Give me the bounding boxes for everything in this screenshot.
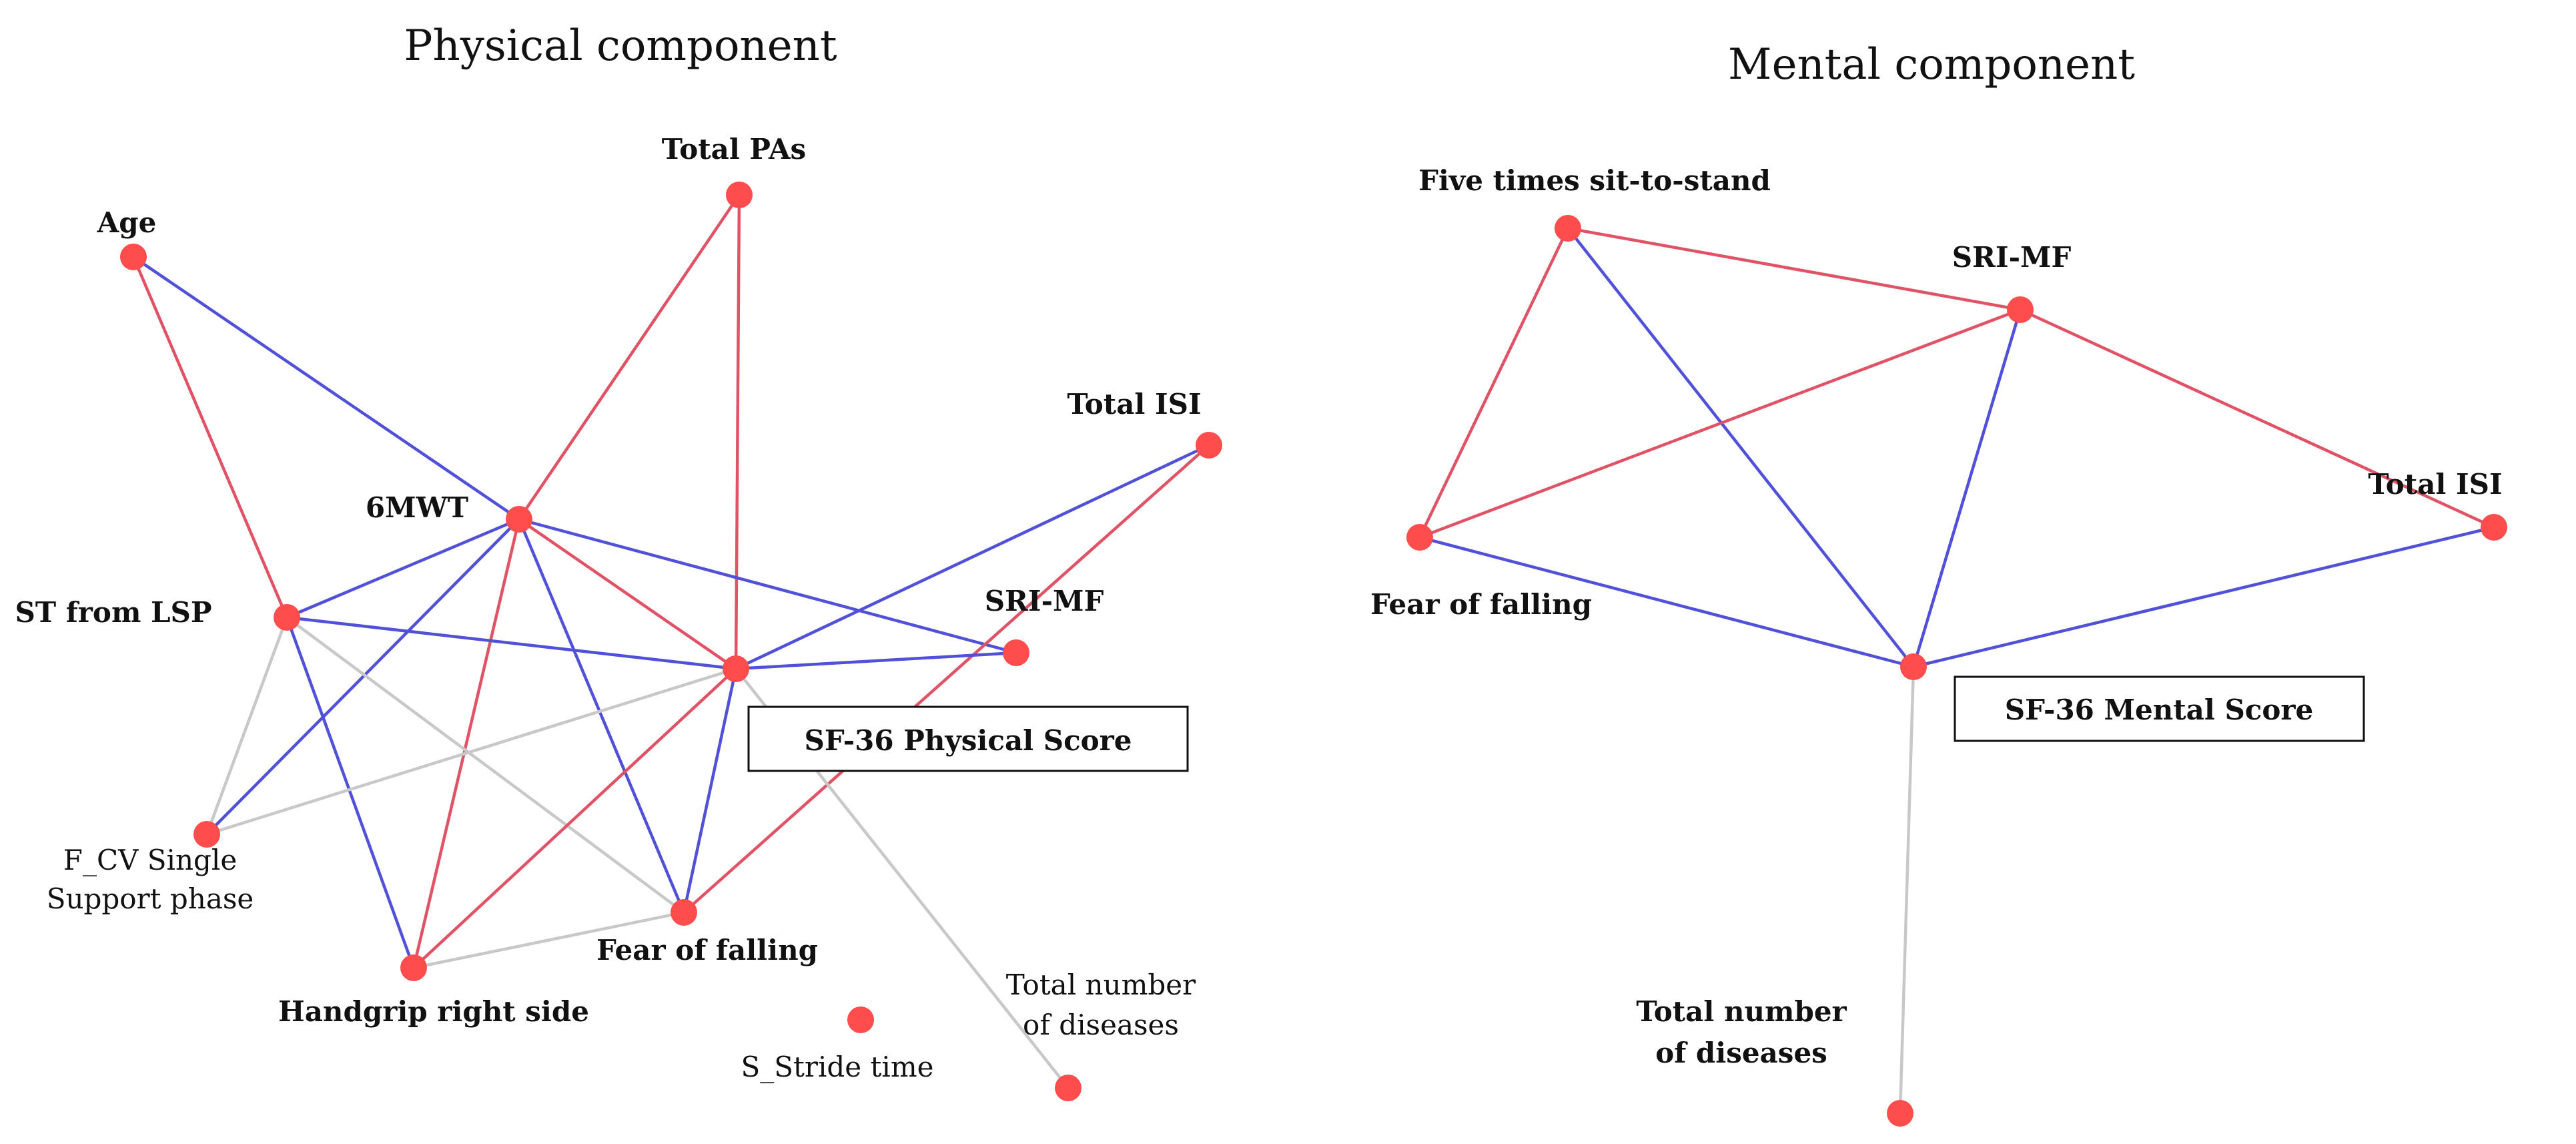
physical-edge-6mwt-fcv bbox=[205, 518, 520, 836]
mental-score-label: SF-36 Mental Score bbox=[2005, 693, 2313, 726]
physical-edge-st_from_lsp-handgrip_right bbox=[285, 617, 416, 968]
mental-edge-fear_of_falling-sf36_mental bbox=[1419, 535, 1914, 669]
labels-layer: Age Total PAs 6MWT Total ISI ST from LSP SRI-… bbox=[15, 133, 2503, 1083]
mental-score-box: SF-36 Mental Score bbox=[1954, 675, 2365, 742]
physical-edge-st_from_lsp-fcv bbox=[205, 617, 289, 835]
mental-node-fear_of_falling bbox=[1406, 524, 1433, 551]
mental-node-sri_mf bbox=[2007, 296, 2034, 323]
physical-edge-age-6mwt bbox=[132, 256, 520, 521]
physical-label-total_isi: Total ISI bbox=[1067, 388, 1201, 420]
mental-edge-five_sts-sf36_mental bbox=[1567, 227, 1915, 668]
physical-label-st_from_lsp: ST from LSP bbox=[15, 596, 212, 629]
physical-component-title: Physical component bbox=[404, 21, 837, 71]
physical-edge-sf36_physical-handgrip_right bbox=[412, 667, 737, 969]
mental-edge-sri_mf-sf36_mental bbox=[1911, 309, 2022, 667]
physical-node-sf36_physical bbox=[723, 655, 749, 682]
physical-edge-st_from_lsp-fear_of_falling bbox=[286, 616, 685, 914]
physical-node-st_from_lsp bbox=[274, 604, 300, 631]
mental-edge-sri_mf-total_isi bbox=[2020, 308, 2495, 529]
mental-node-total_isi bbox=[2481, 514, 2507, 541]
physical-node-fcv bbox=[193, 821, 220, 848]
physical-edge-6mwt-sri_mf bbox=[518, 517, 1017, 655]
physical-node-total_diseases bbox=[1055, 1075, 1082, 1101]
physical-node-sri_mf bbox=[1003, 639, 1029, 666]
physical-node-s_stride_time bbox=[847, 1007, 874, 1033]
physical-label-s_stride_time: S_Stride time bbox=[741, 1051, 933, 1083]
physical-label-6mwt: 6MWT bbox=[366, 491, 468, 524]
physical-edge-age-st_from_lsp bbox=[131, 256, 289, 618]
physical-edge-st_from_lsp-sf36_physical bbox=[286, 615, 737, 671]
mental-node-sf36_mental bbox=[1900, 653, 1927, 680]
physical-edge-sf36_physical-fcv bbox=[206, 667, 737, 836]
mental-node-total_diseases bbox=[1887, 1100, 1913, 1127]
physical-node-fear_of_falling bbox=[671, 899, 697, 926]
physical-score-label: SF-36 Physical Score bbox=[804, 724, 1132, 757]
mental-edge-total_isi-sf36_mental bbox=[1913, 525, 2495, 669]
physical-edge-6mwt-st_from_lsp bbox=[286, 517, 520, 619]
physical-edge-fear_of_falling-handgrip_right bbox=[413, 910, 685, 970]
physical-edge-total_pas-sf36_physical bbox=[734, 194, 741, 669]
physical-edge-6mwt-handgrip_right bbox=[412, 519, 521, 968]
physical-label-sri_mf: SRI-MF bbox=[985, 585, 1104, 617]
mental-node-five_sts bbox=[1555, 215, 1581, 242]
physical-label-age: Age bbox=[97, 206, 157, 239]
physical-edge-total_isi-sf36_physical bbox=[735, 443, 1210, 671]
physical-edge-total_pas-6mwt bbox=[518, 194, 741, 521]
physical-node-age bbox=[120, 244, 147, 270]
physical-edge-sf36_physical-fear_of_falling bbox=[682, 668, 738, 913]
physical-label-total_pas: Total PAs bbox=[662, 133, 806, 166]
mental-label-total_isi: Total ISI bbox=[2368, 468, 2502, 501]
physical-label-handgrip_right: Handgrip right side bbox=[278, 995, 589, 1028]
physical-node-6mwt bbox=[506, 506, 532, 533]
mental-edge-five_sts-sri_mf bbox=[1567, 226, 2021, 312]
mental-edge-sri_mf-fear_of_falling bbox=[1419, 308, 2021, 539]
physical-edge-sri_mf-sf36_physical bbox=[735, 651, 1017, 671]
physical-node-handgrip_right bbox=[400, 954, 427, 981]
physical-edge-6mwt-fear_of_falling bbox=[517, 519, 686, 913]
physical-label-fear_of_falling: Fear of falling bbox=[596, 934, 818, 966]
mental-label-sri_mf: SRI-MF bbox=[1952, 241, 2072, 274]
physical-edge-total_isi-fear_of_falling bbox=[683, 444, 1210, 914]
nodes-layer bbox=[120, 182, 2507, 1127]
edges-layer bbox=[131, 194, 2495, 1114]
mental-label-five_sts: Five times sit-to-stand bbox=[1418, 164, 1771, 197]
mental-component-title: Mental component bbox=[1728, 40, 2135, 89]
physical-score-box: SF-36 Physical Score bbox=[747, 705, 1189, 772]
mental-edge-five_sts-fear_of_falling bbox=[1418, 228, 1570, 538]
mental-label-fear_of_falling: Fear of falling bbox=[1370, 588, 1592, 621]
physical-node-total_isi bbox=[1196, 432, 1222, 459]
physical-node-total_pas bbox=[726, 182, 753, 208]
mental-edge-sf36_mental-total_diseases bbox=[1898, 666, 1915, 1114]
physical-edge-6mwt-sf36_physical bbox=[518, 518, 737, 670]
